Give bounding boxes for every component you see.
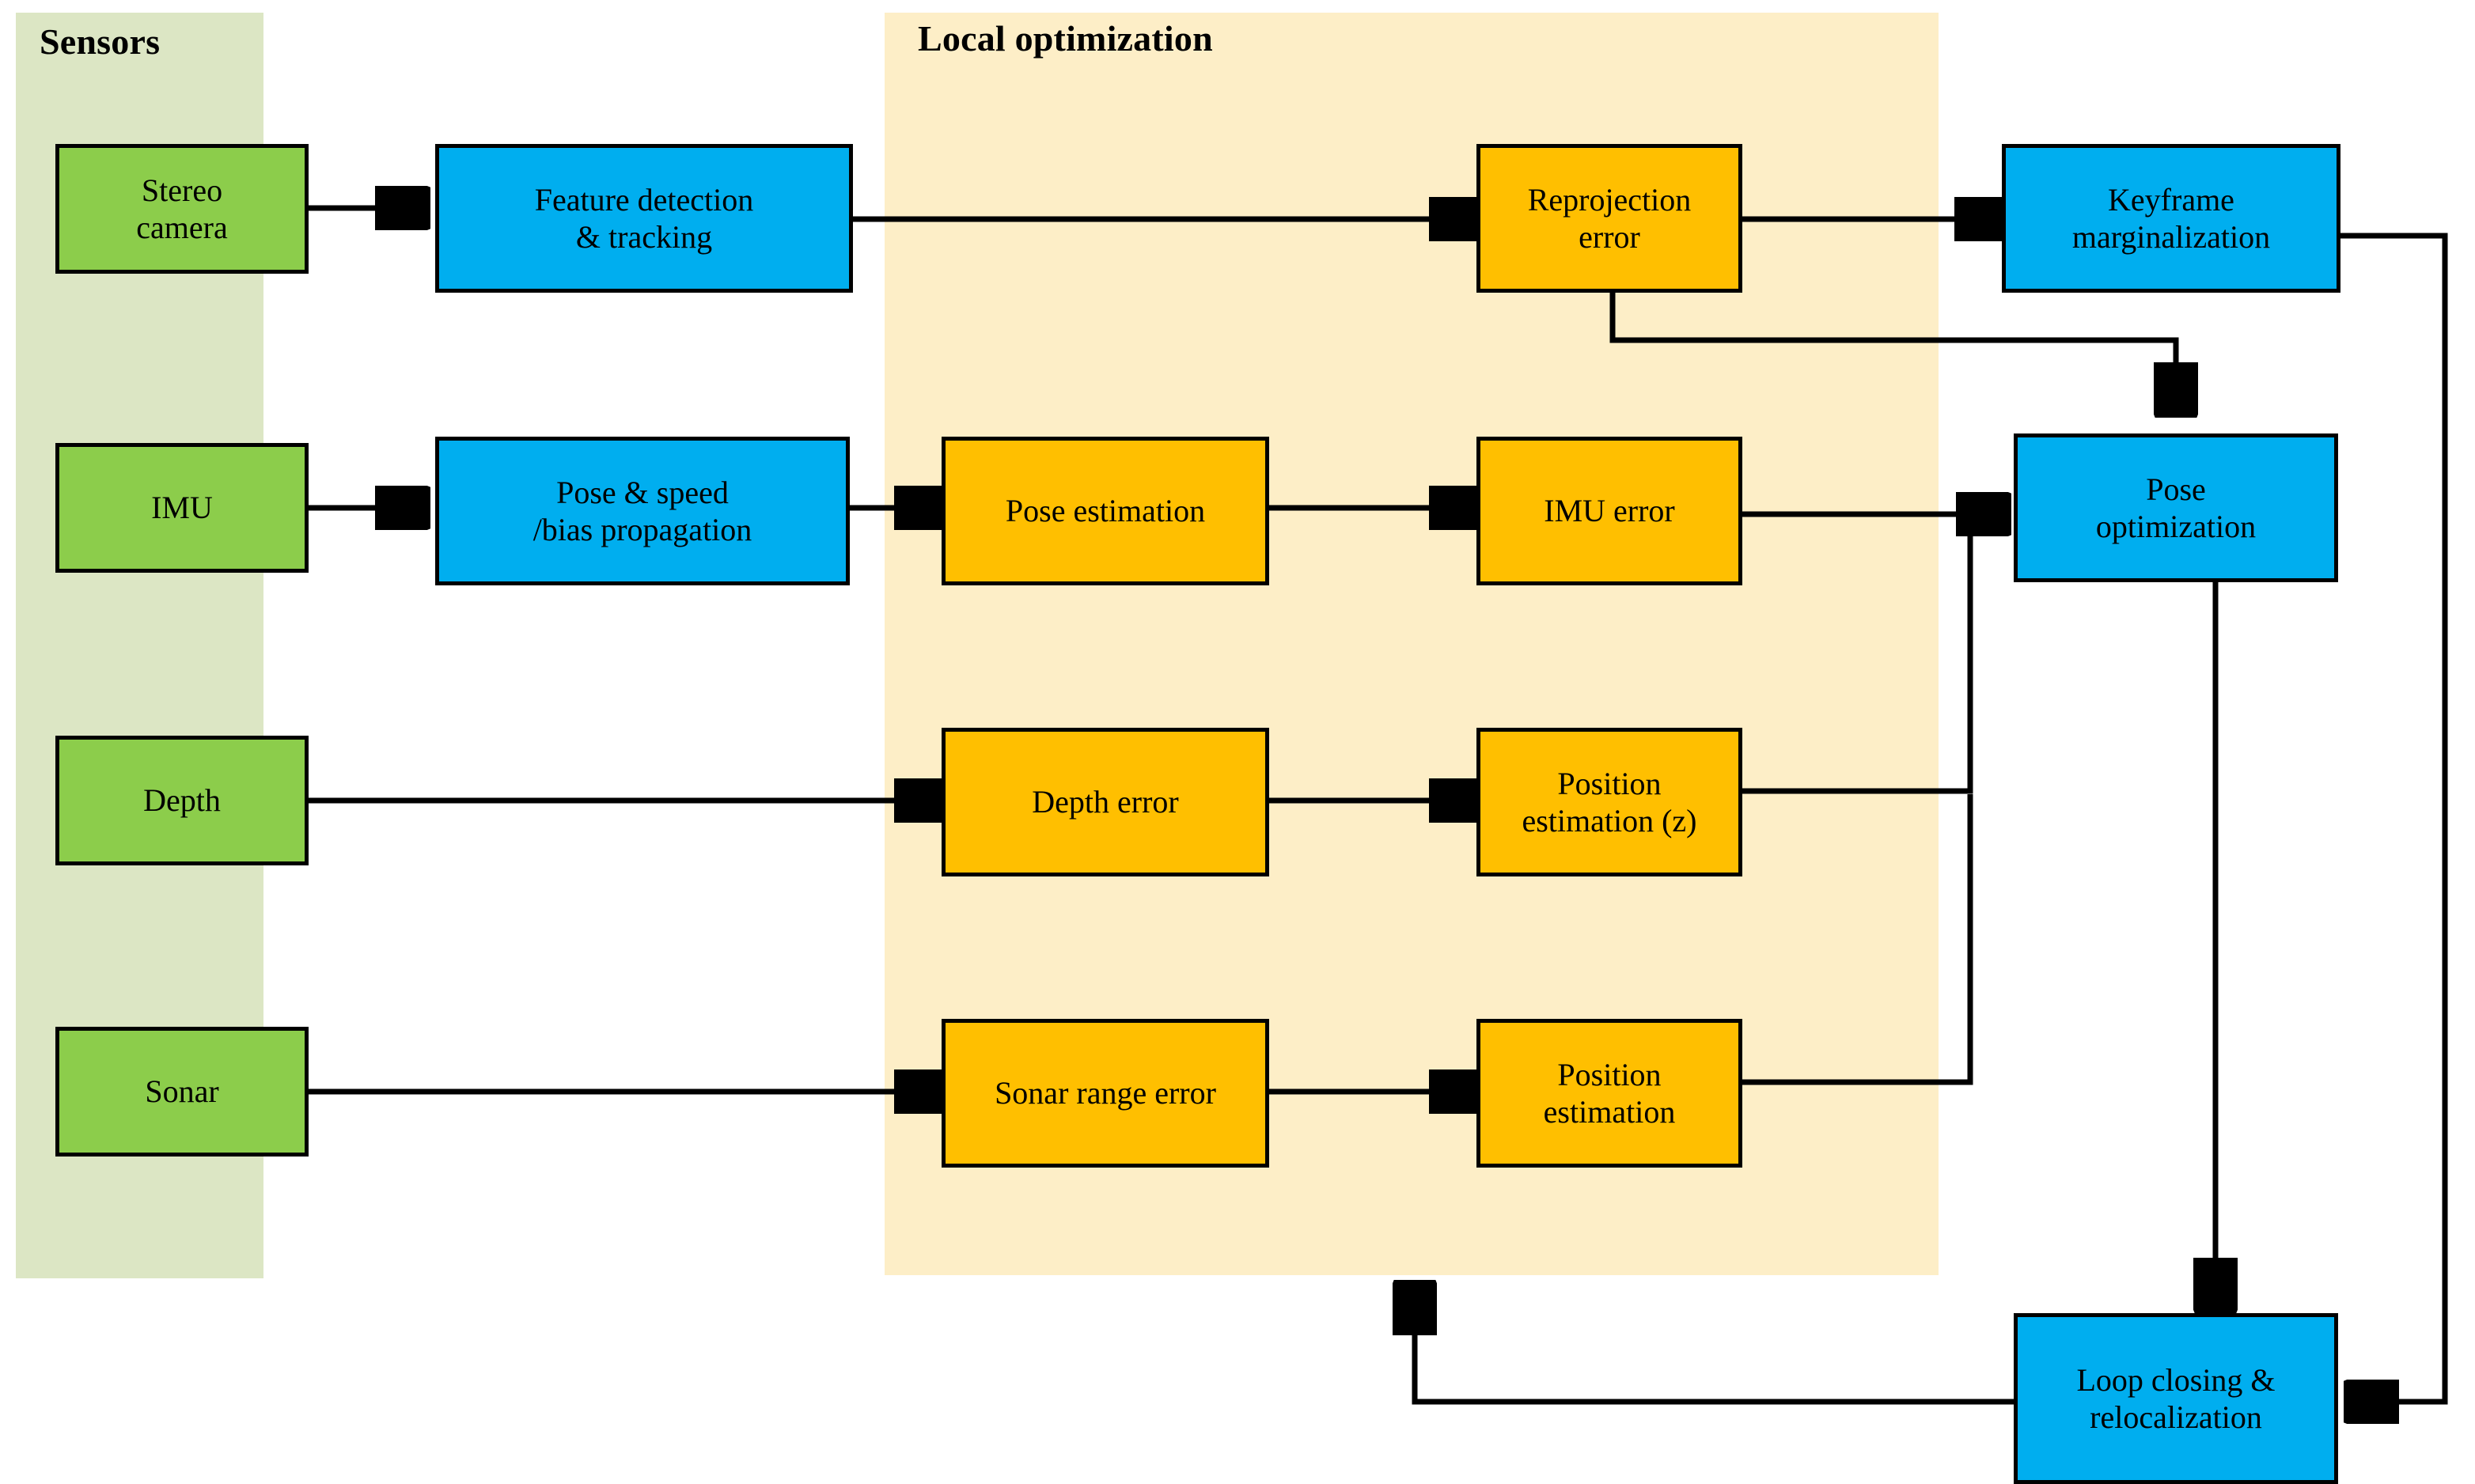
sensors-panel-title: Sensors bbox=[40, 21, 161, 62]
node-pose-speed-bias-propagation[interactable]: Pose & speed/bias propagation bbox=[435, 437, 850, 585]
local-optimization-panel-title: Local optimization bbox=[918, 18, 1213, 59]
node-sonar-label: Sonar bbox=[145, 1073, 219, 1110]
node-feature-detection-tracking[interactable]: Feature detection& tracking bbox=[435, 144, 853, 293]
node-imu-label: IMU bbox=[151, 490, 213, 526]
node-depth-label: Depth bbox=[143, 782, 221, 819]
node-depth-error-label: Depth error bbox=[1032, 784, 1179, 820]
node-imu-error-label: IMU error bbox=[1544, 493, 1675, 529]
node-feature-detection-tracking-label: Feature detection& tracking bbox=[534, 181, 754, 255]
node-depth[interactable]: Depth bbox=[55, 736, 309, 865]
node-sonar-range-error-label: Sonar range error bbox=[995, 1075, 1216, 1111]
node-imu-error[interactable]: IMU error bbox=[1476, 437, 1742, 585]
node-imu[interactable]: IMU bbox=[55, 443, 309, 573]
node-pose-speed-bias-propagation-label: Pose & speed/bias propagation bbox=[533, 474, 752, 547]
edge-keyframe-to-loop-closing bbox=[2340, 233, 2448, 1402]
node-pose-estimation-label: Pose estimation bbox=[1005, 493, 1206, 529]
node-loop-closing-relocalization-label: Loop closing &relocalization bbox=[2076, 1361, 2276, 1435]
node-sonar[interactable]: Sonar bbox=[55, 1027, 309, 1157]
node-sonar-range-error[interactable]: Sonar range error bbox=[942, 1019, 1269, 1168]
node-loop-closing-relocalization[interactable]: Loop closing &relocalization bbox=[2014, 1313, 2338, 1484]
edge-loop-closing-to-local-optimization bbox=[1415, 1288, 2014, 1405]
node-depth-error[interactable]: Depth error bbox=[942, 728, 1269, 876]
node-pose-estimation[interactable]: Pose estimation bbox=[942, 437, 1269, 585]
